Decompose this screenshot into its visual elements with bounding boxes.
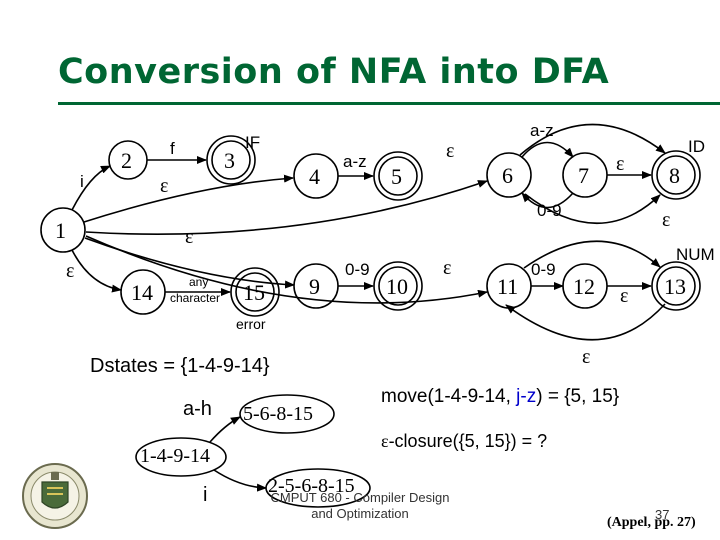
move-expression: move(1-4-9-14, j-z) = {5, 15} xyxy=(381,386,619,408)
dstates-label: Dstates = {1-4-9-14} xyxy=(90,355,270,377)
dfa-state-5-6-8-15: 5-6-8-15 xyxy=(243,403,313,425)
edge-label-IF: IF xyxy=(245,133,261,152)
dfa-edge-i-label: i xyxy=(203,484,208,506)
state-15-label: 15 xyxy=(243,280,265,305)
edge-6-8-09 xyxy=(524,193,661,224)
title-rule xyxy=(58,102,720,105)
state-8-label: 8 xyxy=(669,163,680,188)
edge-label-eps-1-6: ε xyxy=(446,140,455,162)
edge-label-eps-1-9: ε xyxy=(185,226,194,248)
footer-course: CMPUT 680 - Compiler Design and Optimiza… xyxy=(250,490,470,522)
state-15-accept-ring xyxy=(230,267,280,317)
closure-text: -closure({5, 15}) = ? xyxy=(388,431,548,451)
slide-title: Conversion of NFA into DFA xyxy=(58,52,610,92)
dfa-state-1-4-9-14-ellipse xyxy=(135,437,227,477)
page-number: 37 xyxy=(655,507,670,522)
edge-7-6-09 xyxy=(521,192,574,209)
edge-label-09-6-8: 0-9 xyxy=(537,201,562,220)
state-15-circle xyxy=(235,272,275,312)
citation: (Appel, pp. 27) xyxy=(607,515,696,530)
edge-label-az-4-5: a-z xyxy=(343,152,367,171)
state-10-accept-ring xyxy=(373,261,423,311)
state-8-accept-ring xyxy=(651,150,701,200)
move-prefix: move(1-4-9-14, xyxy=(381,386,517,407)
move-argument: j-z xyxy=(516,386,537,407)
state-13-label: 13 xyxy=(664,274,686,299)
state-4-label: 4 xyxy=(309,164,320,189)
state-10-circle xyxy=(378,266,418,306)
edge-label-f: f xyxy=(170,139,175,158)
dfa-state-5-6-8-15-ellipse xyxy=(239,394,335,434)
dfa-edge-a-h-label: a-h xyxy=(183,398,212,420)
edge-1-2 xyxy=(71,165,111,211)
state-9-label: 9 xyxy=(309,274,320,299)
footer-line-2: and Optimization xyxy=(311,506,409,521)
state-3-accept-ring xyxy=(206,135,256,185)
state-13-accept-ring xyxy=(651,261,701,311)
edge-label-eps-6-8-lower: ε xyxy=(662,209,671,231)
state-6-circle xyxy=(486,152,532,198)
edge-1-14 xyxy=(71,249,122,293)
edge-13-12-eps xyxy=(505,303,666,341)
state-1-label: 1 xyxy=(55,218,66,243)
state-12-label: 12 xyxy=(573,274,595,299)
edge-label-09-11-12: 0-9 xyxy=(531,260,556,279)
state-14-label: 14 xyxy=(131,280,153,305)
edge-label-i: i xyxy=(80,172,84,191)
edge-label-NUM: NUM xyxy=(676,245,715,264)
edge-label-eps-1-4: ε xyxy=(160,175,169,197)
edge-label-eps-7-8: ε xyxy=(616,153,625,175)
edge-label-az-6-8: a-z xyxy=(530,121,554,140)
state-3-label: 3 xyxy=(224,148,235,173)
edge-6-7-az xyxy=(521,141,574,158)
edge-label-any: any xyxy=(189,275,209,289)
dfa-edge-i xyxy=(213,469,267,492)
state-5-accept-ring xyxy=(373,151,423,201)
dfa-state-2-5-6-8-15: 2-5-6-8-15 xyxy=(268,475,355,497)
state-1-circle xyxy=(40,207,86,253)
state-5-circle xyxy=(378,156,418,196)
closure-epsilon: ε xyxy=(381,431,389,451)
edge-label-character: character xyxy=(170,291,221,305)
edge-6-8-az xyxy=(519,123,666,156)
edge-1-11 xyxy=(85,235,488,304)
state-13-circle xyxy=(656,266,696,306)
state-7-label: 7 xyxy=(578,163,589,188)
edge-11-13-09 xyxy=(523,240,661,269)
dfa-edge-a-h xyxy=(209,416,241,443)
state-2-label: 2 xyxy=(121,148,132,173)
edge-1-6 xyxy=(85,180,488,235)
university-crest-logo xyxy=(22,463,88,529)
state-11-label: 11 xyxy=(497,274,519,299)
edge-label-ID: ID xyxy=(688,137,705,156)
footer-line-1: CMPUT 680 - Compiler Design xyxy=(270,490,450,505)
edge-label-eps-1-11: ε xyxy=(443,257,452,279)
state-5-label: 5 xyxy=(391,164,402,189)
edge-1-4 xyxy=(83,174,294,223)
edge-label-09-9-10: 0-9 xyxy=(345,260,370,279)
edge-label-error: error xyxy=(236,316,266,332)
dfa-state-1-4-9-14: 1-4-9-14 xyxy=(140,445,210,467)
state-8-circle xyxy=(656,155,696,195)
state-10-label: 10 xyxy=(386,274,408,299)
state-3-circle xyxy=(211,140,251,180)
edge-label-eps-13-12: ε xyxy=(582,346,591,368)
edge-label-eps-1-14: ε xyxy=(66,260,75,282)
state-6-label: 6 xyxy=(502,163,513,188)
edge-label-eps-12-13: ε xyxy=(620,285,629,307)
move-suffix: ) = {5, 15} xyxy=(536,386,620,407)
closure-expression: ε-closure({5, 15}) = ? xyxy=(381,431,547,452)
